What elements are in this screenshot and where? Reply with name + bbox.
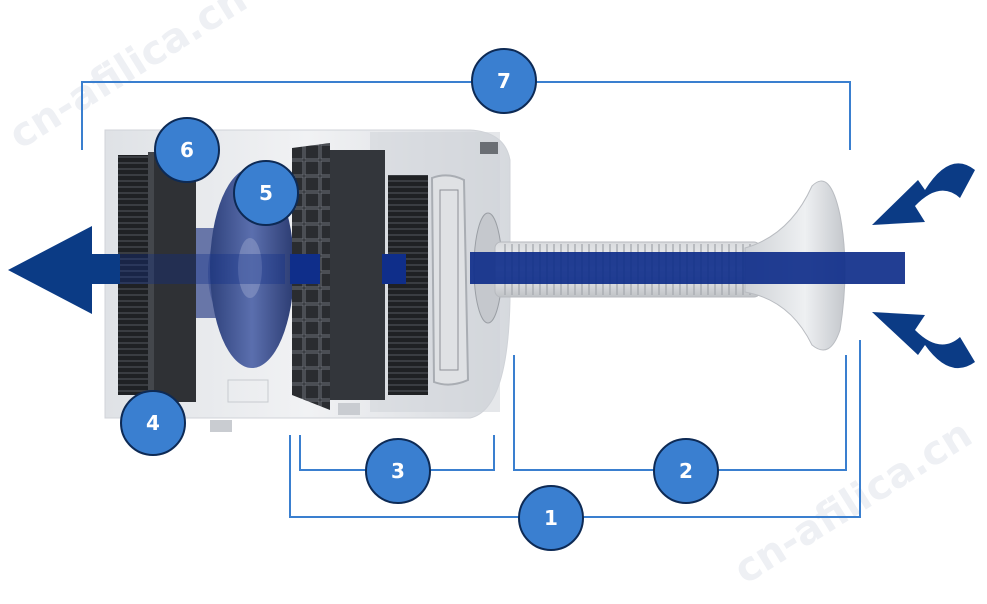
bracket-7 [81, 81, 851, 150]
airflow-path [120, 252, 905, 284]
badge-2: 2 [653, 438, 719, 504]
badge-1: 1 [518, 485, 584, 551]
badge-6: 6 [154, 117, 220, 183]
inlet-arrow-top-icon [872, 163, 975, 225]
pre-filter [388, 174, 470, 395]
svg-text:5: 5 [259, 181, 273, 205]
svg-text:6: 6 [180, 138, 194, 162]
badge-5: 5 [233, 160, 299, 226]
svg-text:2: 2 [679, 459, 693, 483]
outlet-filter [118, 152, 196, 402]
svg-text:3: 3 [391, 459, 405, 483]
inlet-arrow-bottom-icon [872, 312, 975, 369]
badge-4: 4 [120, 390, 186, 456]
badge-7: 7 [471, 48, 537, 114]
svg-text:1: 1 [544, 506, 558, 530]
svg-text:7: 7 [497, 69, 511, 93]
badge-3: 3 [365, 438, 431, 504]
watermark-bottom-right: cn-afilica.cn [726, 411, 980, 594]
svg-text:4: 4 [146, 411, 160, 435]
outlet-arrow-icon [8, 226, 120, 314]
